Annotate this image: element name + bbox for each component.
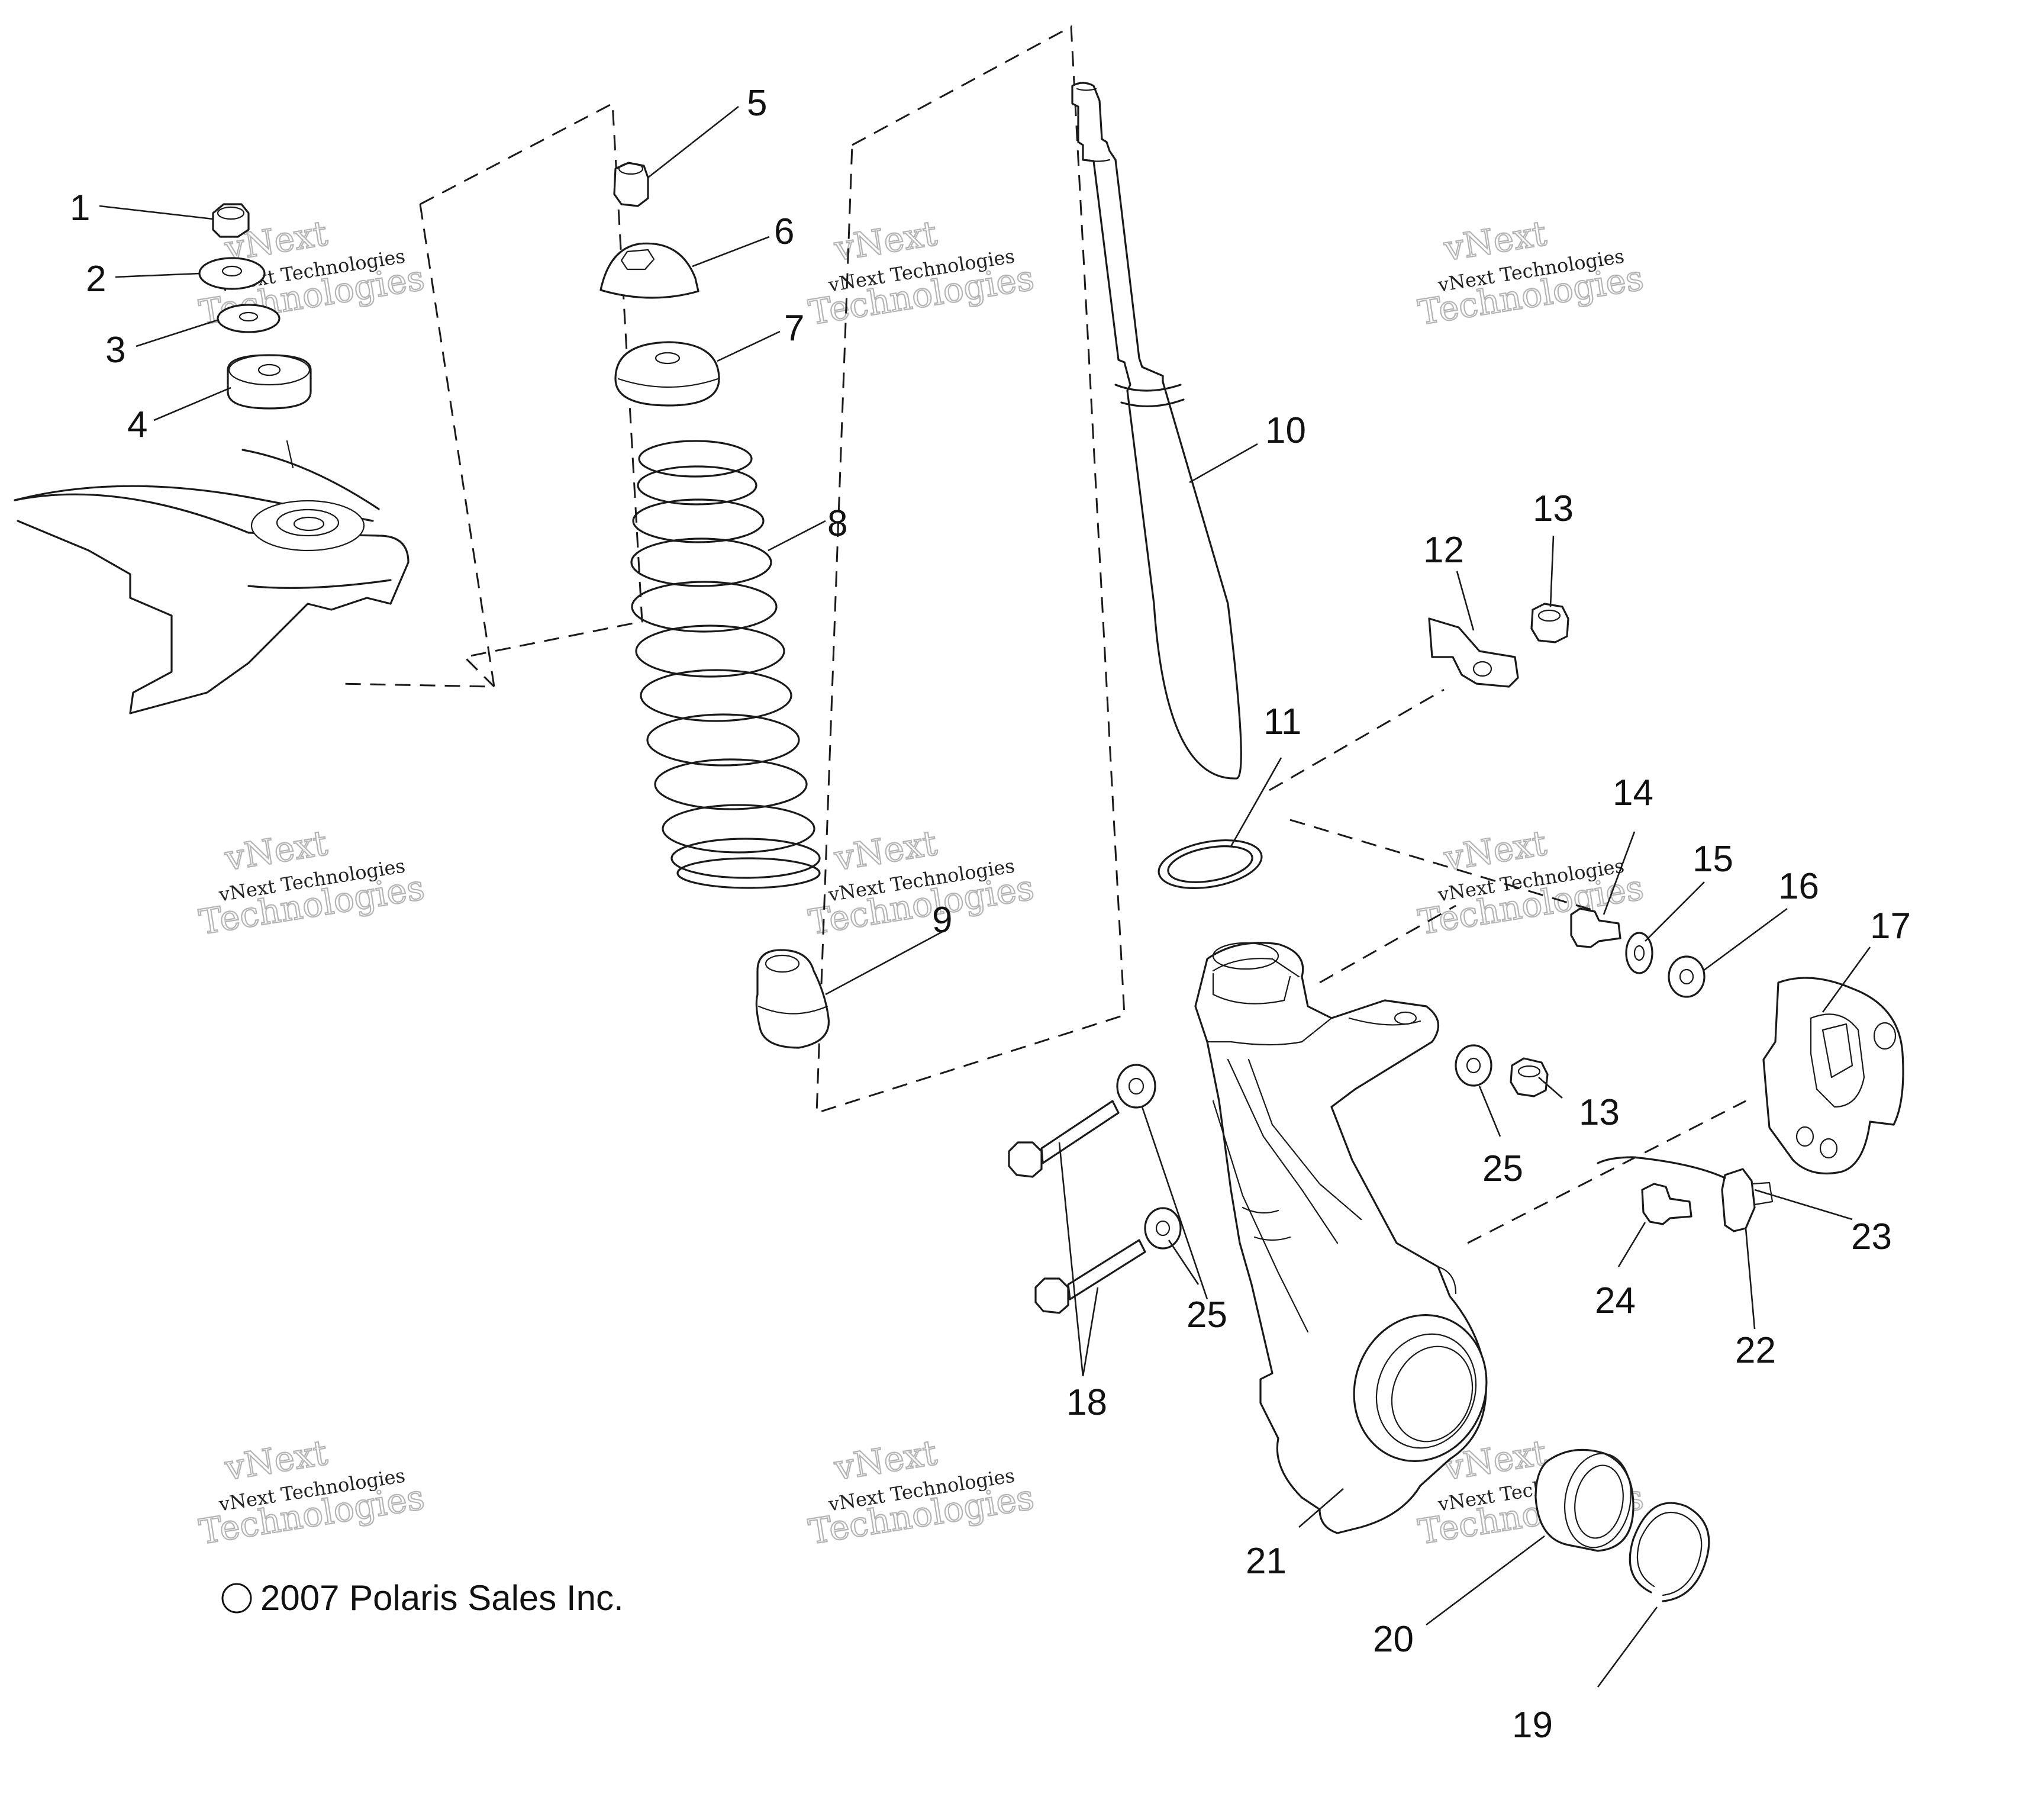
callout-3: 3 <box>105 330 125 371</box>
callout-19: 19 <box>1512 1705 1553 1746</box>
washer-part-25-upper <box>1116 1064 1156 1109</box>
callout-15: 15 <box>1692 839 1733 880</box>
callout-24: 24 <box>1595 1280 1636 1321</box>
assembly-dashed-lines <box>337 25 1746 1244</box>
snap-ring-part-19 <box>1629 1502 1710 1602</box>
bushing-part-4 <box>227 354 312 410</box>
washer-part-16 <box>1668 955 1706 998</box>
callout-12: 12 <box>1423 530 1464 571</box>
copyright-circle-icon <box>221 1583 252 1614</box>
bracket-part-12 <box>1428 617 1519 688</box>
callout-9: 9 <box>932 900 952 941</box>
callout-14: 14 <box>1613 772 1653 813</box>
callout-labels: 1 2 3 4 5 6 7 8 9 10 11 12 13 13 14 15 1… <box>70 83 1911 1746</box>
nut-part-1 <box>212 203 250 238</box>
watermark: vNext vNext Technologies Technologies <box>805 822 1037 944</box>
callout-4: 4 <box>127 404 147 445</box>
frame-crossmember <box>14 440 410 714</box>
callout-20: 20 <box>1373 1619 1414 1660</box>
callout-17: 17 <box>1870 906 1911 946</box>
callout-2: 2 <box>86 259 106 300</box>
nut-part-13 <box>1530 603 1569 643</box>
bearing-part-20 <box>1534 1448 1634 1552</box>
caliper-part-17 <box>1762 977 1904 1175</box>
callout-1: 1 <box>70 188 90 228</box>
callout-11: 11 <box>1263 701 1301 742</box>
callout-5: 5 <box>747 83 767 124</box>
bolt-part-14 <box>1570 907 1621 948</box>
washer-part-15 <box>1625 932 1653 974</box>
washer-part-25-lower <box>1144 1207 1182 1250</box>
bolt-part-18-upper <box>1008 1100 1120 1178</box>
spring-seat-part-7 <box>614 341 720 407</box>
bolt-part-18-lower <box>1034 1239 1146 1314</box>
callout-13: 13 <box>1533 488 1574 529</box>
watermark: vNext vNext Technologies Technologies <box>196 822 428 944</box>
callout-25-lower: 25 <box>1187 1295 1227 1335</box>
ring-part-11 <box>1158 839 1263 890</box>
copyright-text: 2007 Polaris Sales Inc. <box>260 1578 624 1618</box>
washer-part-2 <box>198 257 266 290</box>
callout-10: 10 <box>1265 410 1306 451</box>
callout-8: 8 <box>827 503 847 544</box>
knuckle-part-21 <box>1194 942 1488 1534</box>
washer-part-3 <box>217 304 281 333</box>
leader-lines <box>99 105 1871 1688</box>
callout-21: 21 <box>1246 1541 1287 1582</box>
bump-stop-part-9 <box>755 949 830 1049</box>
callout-25: 25 <box>1482 1148 1523 1189</box>
callout-13-lower: 13 <box>1579 1092 1620 1133</box>
strut-part-10 <box>1071 82 1242 780</box>
spring-seat-part-6 <box>599 242 699 299</box>
callout-23: 23 <box>1851 1216 1892 1257</box>
callout-18: 18 <box>1066 1382 1107 1423</box>
sensor-part-22 <box>1597 1156 1774 1232</box>
nut-part-13-lower <box>1510 1057 1549 1097</box>
callout-22: 22 <box>1735 1330 1776 1371</box>
watermark: vNext vNext Technologies Technologies <box>196 1432 428 1553</box>
callout-6: 6 <box>774 211 794 252</box>
copyright-notice: 2007 Polaris Sales Inc. <box>221 1578 624 1618</box>
bolt-part-24 <box>1641 1183 1692 1225</box>
nut-part-5 <box>613 162 649 207</box>
watermark: vNext vNext Technologies Technologies <box>805 213 1037 334</box>
coil-spring-part-8 <box>630 440 821 889</box>
callout-16: 16 <box>1778 866 1819 907</box>
washer-part-25 <box>1455 1044 1492 1087</box>
watermark: vNext vNext Technologies Technologies <box>805 1432 1037 1553</box>
watermark: vNext vNext Technologies Technologies <box>1415 213 1647 334</box>
callout-7: 7 <box>784 308 804 349</box>
